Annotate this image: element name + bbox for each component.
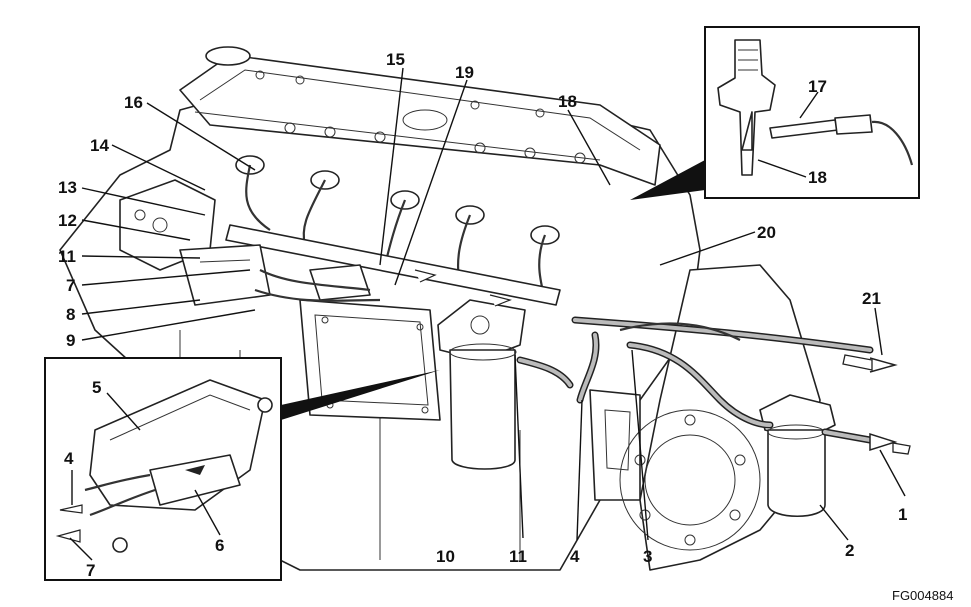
main-fuel-filter [437, 299, 526, 470]
callout-10: 10 [436, 547, 455, 566]
callout-11-upper: 11 [58, 247, 76, 266]
callout-2: 2 [845, 541, 854, 560]
callout-9: 9 [66, 331, 75, 350]
callout-18-engine: 18 [558, 92, 577, 111]
injector-inset [630, 26, 920, 200]
callout-3: 3 [643, 547, 652, 566]
fuel-hoses [516, 316, 874, 444]
callout-17: 17 [808, 77, 827, 96]
callout-16: 16 [124, 93, 143, 112]
callout-15: 15 [386, 50, 405, 69]
callout-14: 14 [90, 136, 109, 155]
callout-4-inset: 4 [64, 449, 74, 468]
pump-detail-inset [44, 357, 440, 581]
callout-21: 21 [862, 289, 881, 308]
callout-11-lower: 11 [509, 547, 527, 566]
callout-labels: 1 2 3 4 11 10 15 19 18 20 21 16 14 13 12… [58, 50, 953, 603]
callout-12: 12 [58, 211, 77, 230]
callout-1: 1 [898, 505, 907, 524]
callout-20: 20 [757, 223, 776, 242]
callout-7-upper: 7 [66, 276, 75, 295]
callout-5: 5 [92, 378, 101, 397]
prefilter [759, 394, 836, 518]
injection-pump-area [119, 179, 381, 306]
leader-lines [69, 67, 906, 561]
callout-18-inset: 18 [808, 168, 827, 187]
figure-id: FG004884 [892, 588, 953, 603]
callout-8: 8 [66, 305, 75, 324]
callout-13: 13 [58, 178, 77, 197]
callout-7-inset: 7 [86, 561, 95, 580]
callout-19: 19 [455, 63, 474, 82]
callout-6: 6 [215, 536, 224, 555]
callout-4: 4 [570, 547, 580, 566]
flow-arrows [414, 269, 911, 455]
